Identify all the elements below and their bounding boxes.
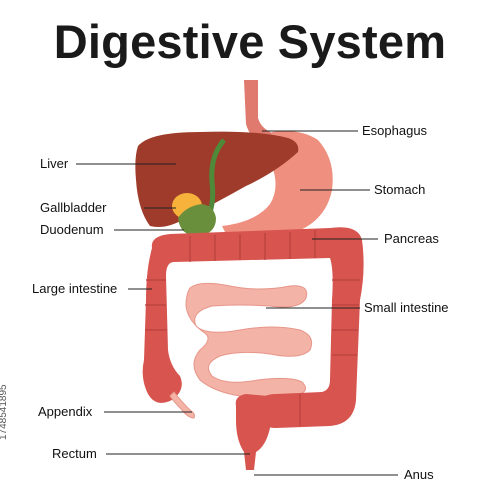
label-small-intestine: Small intestine [364,300,449,315]
appendix-organ [169,391,195,419]
colon-segment-lines [145,230,360,426]
label-gallbladder: Gallbladder [40,200,107,215]
label-stomach: Stomach [374,182,426,197]
leader-lines [76,130,398,476]
esophagus-organ [244,80,282,150]
rectum-organ [235,394,271,470]
label-esophagus: Esophagus [362,123,428,138]
diagram-title: Digestive System [53,15,447,68]
small-intestine-organ [185,282,313,399]
label-duodenum: Duodenum [40,222,104,237]
stock-id-text: 1748541895 [0,384,9,440]
large-intestine-organ [142,227,364,428]
label-anus: Anus [404,467,434,482]
duodenum-organ [178,204,216,236]
bile-duct [207,138,226,213]
label-large-intestine: Large intestine [32,281,118,296]
label-liver: Liver [40,156,69,171]
stomach-organ [222,131,333,240]
label-rectum: Rectum [52,446,97,461]
label-pancreas: Pancreas [384,231,439,246]
label-appendix: Appendix [38,404,93,419]
